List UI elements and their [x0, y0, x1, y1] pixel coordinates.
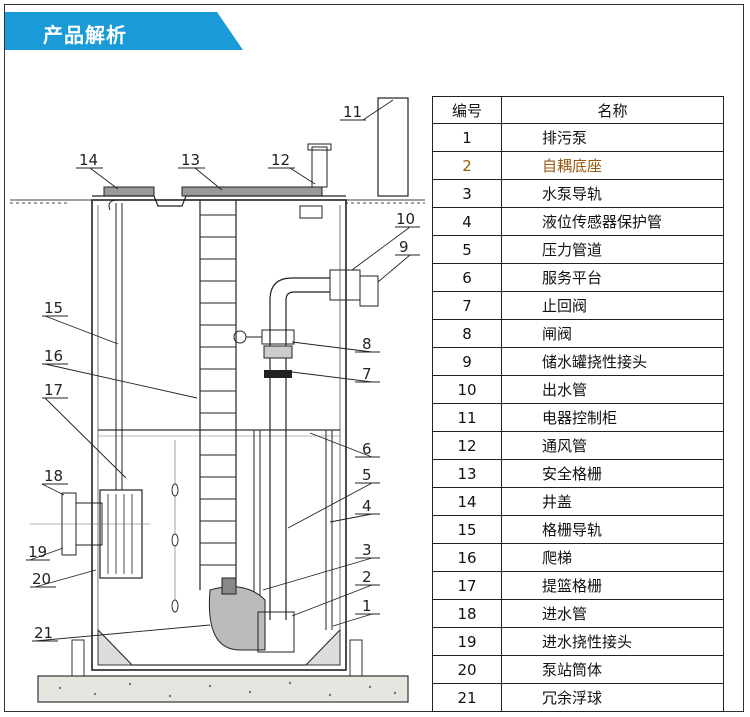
callout-21: 21 [34, 624, 53, 642]
callout-10: 10 [396, 210, 415, 228]
callout-13: 13 [181, 151, 200, 169]
row-number: 15 [432, 515, 502, 544]
header-banner [5, 12, 243, 50]
control-cabinet [377, 97, 409, 197]
callout-11: 11 [343, 103, 362, 121]
row-number: 5 [432, 235, 502, 264]
row-name: 储水罐挠性接头 [501, 347, 724, 376]
callout-19: 19 [28, 543, 47, 561]
row-name: 井盖 [501, 487, 724, 516]
callout-2: 2 [362, 568, 372, 586]
callout-7: 7 [362, 365, 372, 383]
callout-8: 8 [362, 335, 372, 353]
station-tank [91, 199, 347, 671]
pump-station-diagram: 1 2 3 4 5 6 7 8 9 10 11 12 13 14 15 16 1… [10, 97, 425, 703]
sewage-pump [208, 586, 266, 651]
callout-1: 1 [362, 597, 372, 615]
callout-6: 6 [362, 440, 372, 458]
row-name: 自耦底座 [501, 151, 724, 180]
row-number: 3 [432, 179, 502, 208]
row-number: 12 [432, 431, 502, 460]
row-name: 格栅导轨 [501, 515, 724, 544]
row-name: 进水挠性接头 [501, 627, 724, 656]
row-name: 止回阀 [501, 291, 724, 320]
row-name: 排污泵 [501, 123, 724, 152]
table-header-row: 编号 名称 [432, 96, 724, 124]
callout-12: 12 [271, 151, 290, 169]
outlet-pipe [359, 275, 379, 307]
callout-14: 14 [79, 151, 98, 169]
row-name: 泵站筒体 [501, 655, 724, 684]
row-number: 13 [432, 459, 502, 488]
row-number: 2 [432, 151, 502, 180]
row-name: 安全格栅 [501, 459, 724, 488]
header-name: 名称 [501, 96, 724, 124]
row-number: 19 [432, 627, 502, 656]
header-number: 编号 [432, 96, 502, 124]
row-number: 17 [432, 571, 502, 600]
row-name: 冗余浮球 [501, 683, 724, 712]
callout-18: 18 [44, 467, 63, 485]
callout-15: 15 [44, 299, 63, 317]
row-name: 水泵导轨 [501, 179, 724, 208]
row-number: 8 [432, 319, 502, 348]
row-name: 压力管道 [501, 235, 724, 264]
row-number: 11 [432, 403, 502, 432]
page-frame [4, 4, 744, 712]
row-name: 服务平台 [501, 263, 724, 292]
callout-9: 9 [399, 238, 409, 256]
coupling-base [257, 611, 295, 653]
row-number: 14 [432, 487, 502, 516]
row-number: 10 [432, 375, 502, 404]
row-name: 电器控制柜 [501, 403, 724, 432]
section-title: 产品解析 [43, 23, 127, 47]
row-number: 6 [432, 263, 502, 292]
row-name: 出水管 [501, 375, 724, 404]
callout-3: 3 [362, 541, 372, 559]
basket-grille [99, 489, 143, 579]
callout-16: 16 [44, 347, 63, 365]
row-name: 进水管 [501, 599, 724, 628]
row-number: 7 [432, 291, 502, 320]
row-number: 21 [432, 683, 502, 712]
row-number: 18 [432, 599, 502, 628]
callout-20: 20 [32, 570, 51, 588]
row-number: 9 [432, 347, 502, 376]
row-number: 4 [432, 207, 502, 236]
row-name: 爬梯 [501, 543, 724, 572]
callout-5: 5 [362, 466, 372, 484]
row-name: 液位传感器保护管 [501, 207, 724, 236]
row-name: 闸阀 [501, 319, 724, 348]
row-number: 1 [432, 123, 502, 152]
callout-17: 17 [44, 381, 63, 399]
concrete-foundation [37, 675, 409, 703]
row-number: 20 [432, 655, 502, 684]
row-name: 通风管 [501, 431, 724, 460]
row-number: 16 [432, 543, 502, 572]
callout-4: 4 [362, 497, 372, 515]
row-name: 提篮格栅 [501, 571, 724, 600]
